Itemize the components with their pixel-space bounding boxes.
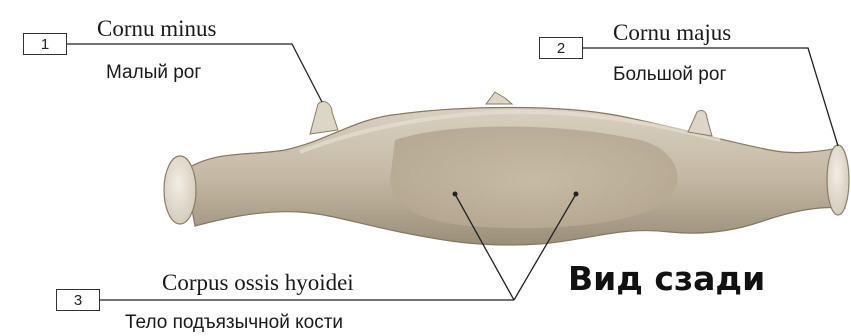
label-russian-3: Тело подъязычной кости xyxy=(125,313,343,332)
right-end-knob xyxy=(827,145,849,215)
label-latin-2: Cornu majus xyxy=(613,21,731,44)
label-russian-1: Малый рог xyxy=(106,63,201,82)
label-russian-2: Большой рог xyxy=(613,65,726,84)
left-end-knob xyxy=(164,156,196,224)
label-number-2: 2 xyxy=(539,37,583,59)
label-latin-3: Corpus ossis hyoidei xyxy=(162,271,354,294)
pointer-dot-3b xyxy=(574,192,579,197)
pointer-dot-3a xyxy=(453,192,458,197)
label-latin-1: Cornu minus xyxy=(97,17,216,40)
lesser-horn xyxy=(310,102,338,134)
top-spur xyxy=(486,92,512,104)
hyoid-body-region xyxy=(390,127,677,229)
label-number-3: 3 xyxy=(56,289,100,311)
label-number-1: 1 xyxy=(23,33,67,55)
right-spur xyxy=(688,110,712,136)
view-caption: Вид сзади xyxy=(568,262,765,295)
